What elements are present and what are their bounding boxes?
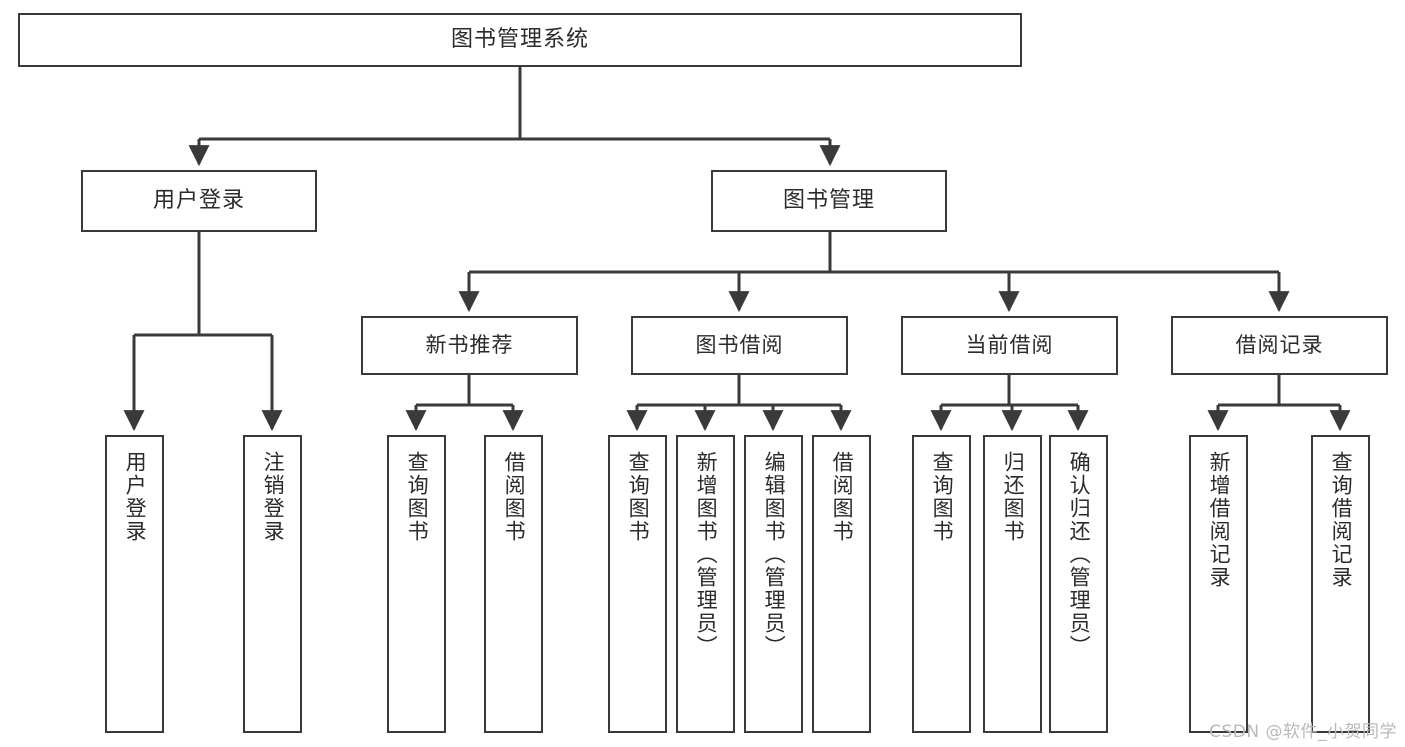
leaf-node[interactable]: 归还图书 [983,435,1042,733]
node-new-book-recommend[interactable]: 新书推荐 [361,316,578,375]
node-user-login[interactable]: 用户登录 [81,170,317,232]
leaf-node[interactable]: 查询图书 [608,435,667,733]
node-label: 确认归还（管理员） [1067,451,1092,658]
node-label: 借阅图书 [830,451,855,543]
node-label: 查询图书 [626,451,651,543]
node-borrow-record[interactable]: 借阅记录 [1171,316,1388,375]
node-label: 图书借阅 [695,332,784,357]
node-book-borrow[interactable]: 图书借阅 [631,316,848,375]
leaf-node[interactable]: 查询图书 [387,435,446,733]
leaf-node[interactable]: 借阅图书 [812,435,871,733]
node-label: 编辑图书（管理员） [762,451,787,658]
node-label: 查询图书 [930,451,955,543]
leaf-node[interactable]: 新增借阅记录 [1189,435,1248,733]
node-label: 借阅图书 [502,451,527,543]
node-label: 用户登录 [123,451,148,543]
node-label: 查询借阅记录 [1329,451,1354,589]
node-label: 注销登录 [261,451,286,543]
leaf-node[interactable]: 借阅图书 [484,435,543,733]
node-label: 图书管理系统 [450,26,589,52]
leaf-node[interactable]: 新增图书（管理员） [676,435,735,733]
node-label: 新书推荐 [425,332,514,357]
node-label: 新增借阅记录 [1207,451,1232,589]
leaf-node[interactable]: 用户登录 [105,435,164,733]
leaf-node[interactable]: 确认归还（管理员） [1049,435,1108,733]
node-label: 归还图书 [1001,451,1026,543]
node-book-management-system[interactable]: 图书管理系统 [18,13,1022,67]
node-label: 查询图书 [405,451,430,543]
node-current-borrow[interactable]: 当前借阅 [901,316,1118,375]
node-label: 图书管理 [782,187,875,213]
node-label: 用户登录 [152,187,245,213]
node-label: 新增图书（管理员） [694,451,719,658]
node-label: 当前借阅 [965,332,1054,357]
node-book-management[interactable]: 图书管理 [711,170,947,232]
leaf-node[interactable]: 编辑图书（管理员） [744,435,803,733]
watermark: CSDN @软件_小贺同学 [1209,722,1397,742]
node-label: 借阅记录 [1235,332,1324,357]
leaf-node[interactable]: 查询图书 [912,435,971,733]
leaf-node[interactable]: 查询借阅记录 [1311,435,1370,733]
leaf-node[interactable]: 注销登录 [243,435,302,733]
